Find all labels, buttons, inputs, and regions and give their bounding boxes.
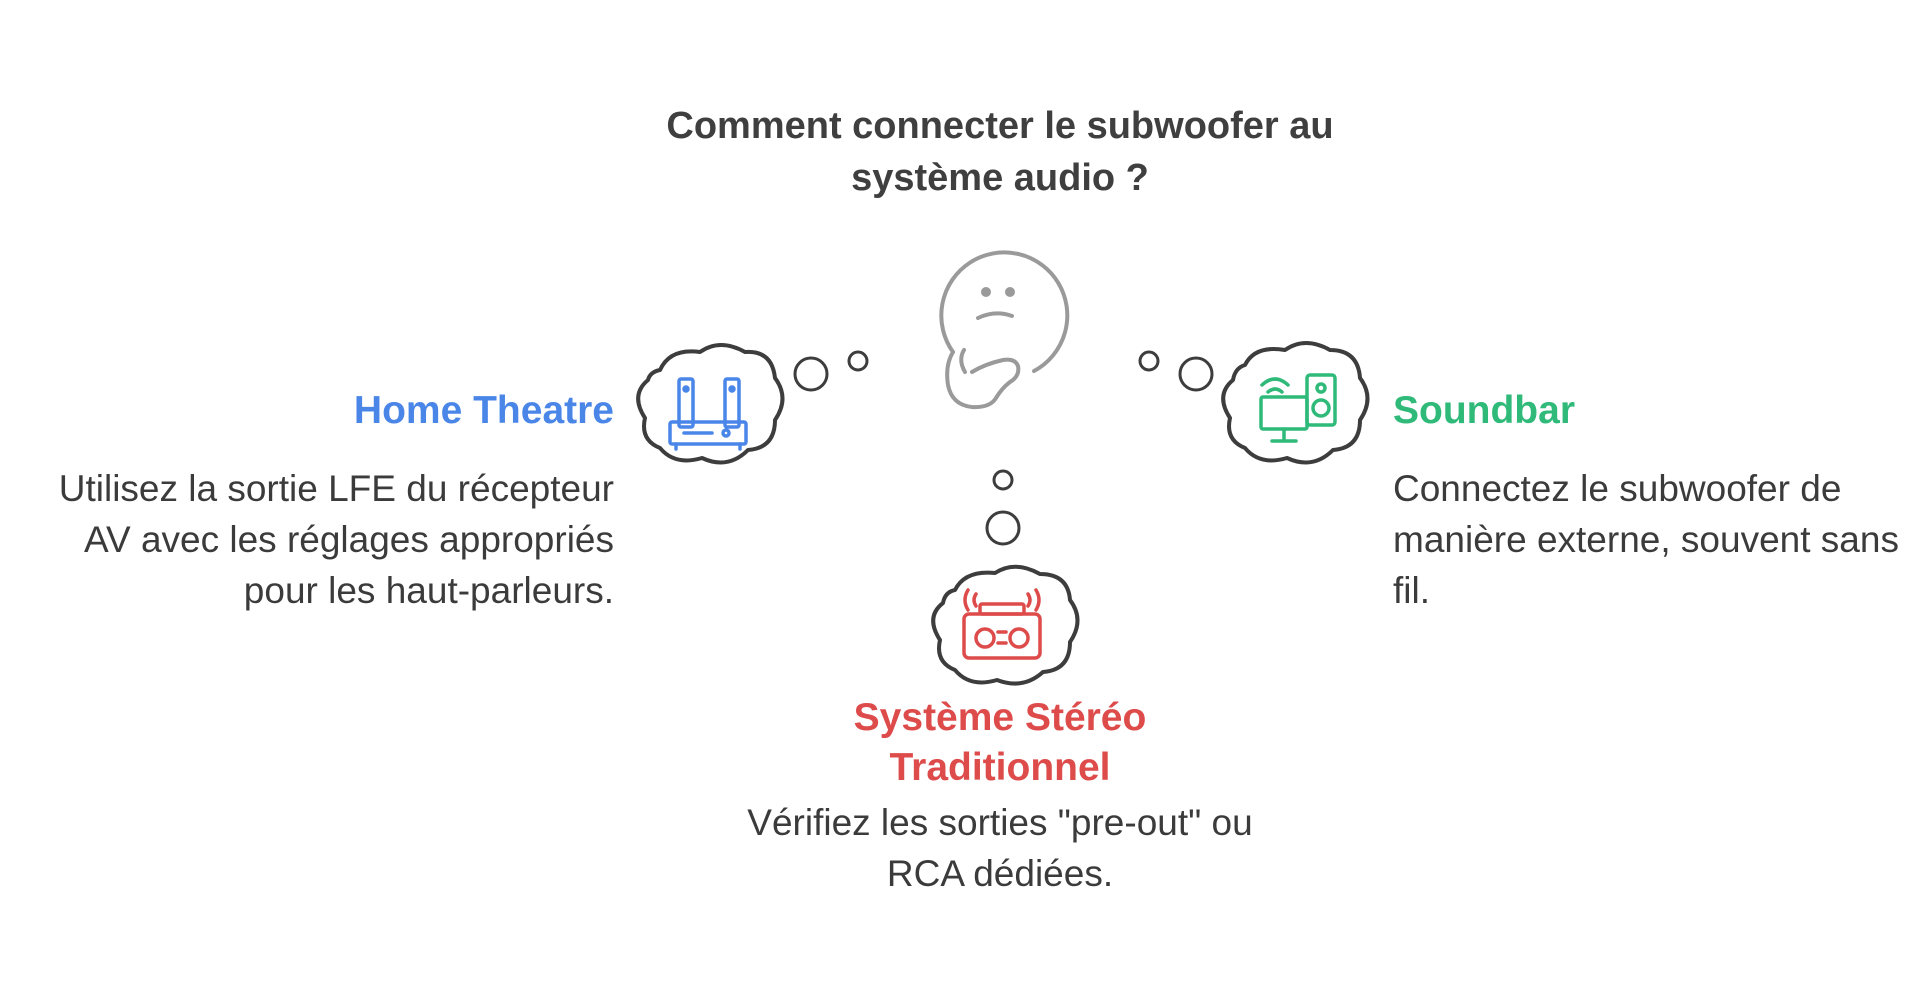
diagram-title: Comment connecter le subwoofer au systèm… bbox=[666, 105, 1334, 199]
soundbar-icon bbox=[1259, 373, 1337, 443]
soundbar-cloud bbox=[1221, 341, 1370, 465]
stereo-description: Vérifiez les sorties "pre-out" ou RCA dé… bbox=[747, 802, 1253, 894]
soundbar-title: Soundbar bbox=[1393, 389, 1575, 432]
stereo-title: Système Stéréo Traditionnel bbox=[853, 696, 1147, 789]
soundbar-description: Connectez le subwoofer de manière extern… bbox=[1393, 468, 1899, 611]
thought-dots-right bbox=[1138, 350, 1214, 392]
thought-dots-left bbox=[793, 350, 869, 392]
home-theatre-description: Utilisez la sortie LFE du récepteur AV a… bbox=[58, 468, 614, 611]
thought-dots-bottom bbox=[985, 469, 1021, 546]
home-theatre-cloud bbox=[636, 343, 785, 465]
boombox-icon bbox=[962, 588, 1042, 660]
home-theatre-icon bbox=[668, 377, 748, 451]
thinking-face-icon bbox=[939, 250, 1070, 410]
home-theatre-title: Home Theatre bbox=[353, 389, 614, 432]
stereo-cloud bbox=[931, 564, 1080, 686]
